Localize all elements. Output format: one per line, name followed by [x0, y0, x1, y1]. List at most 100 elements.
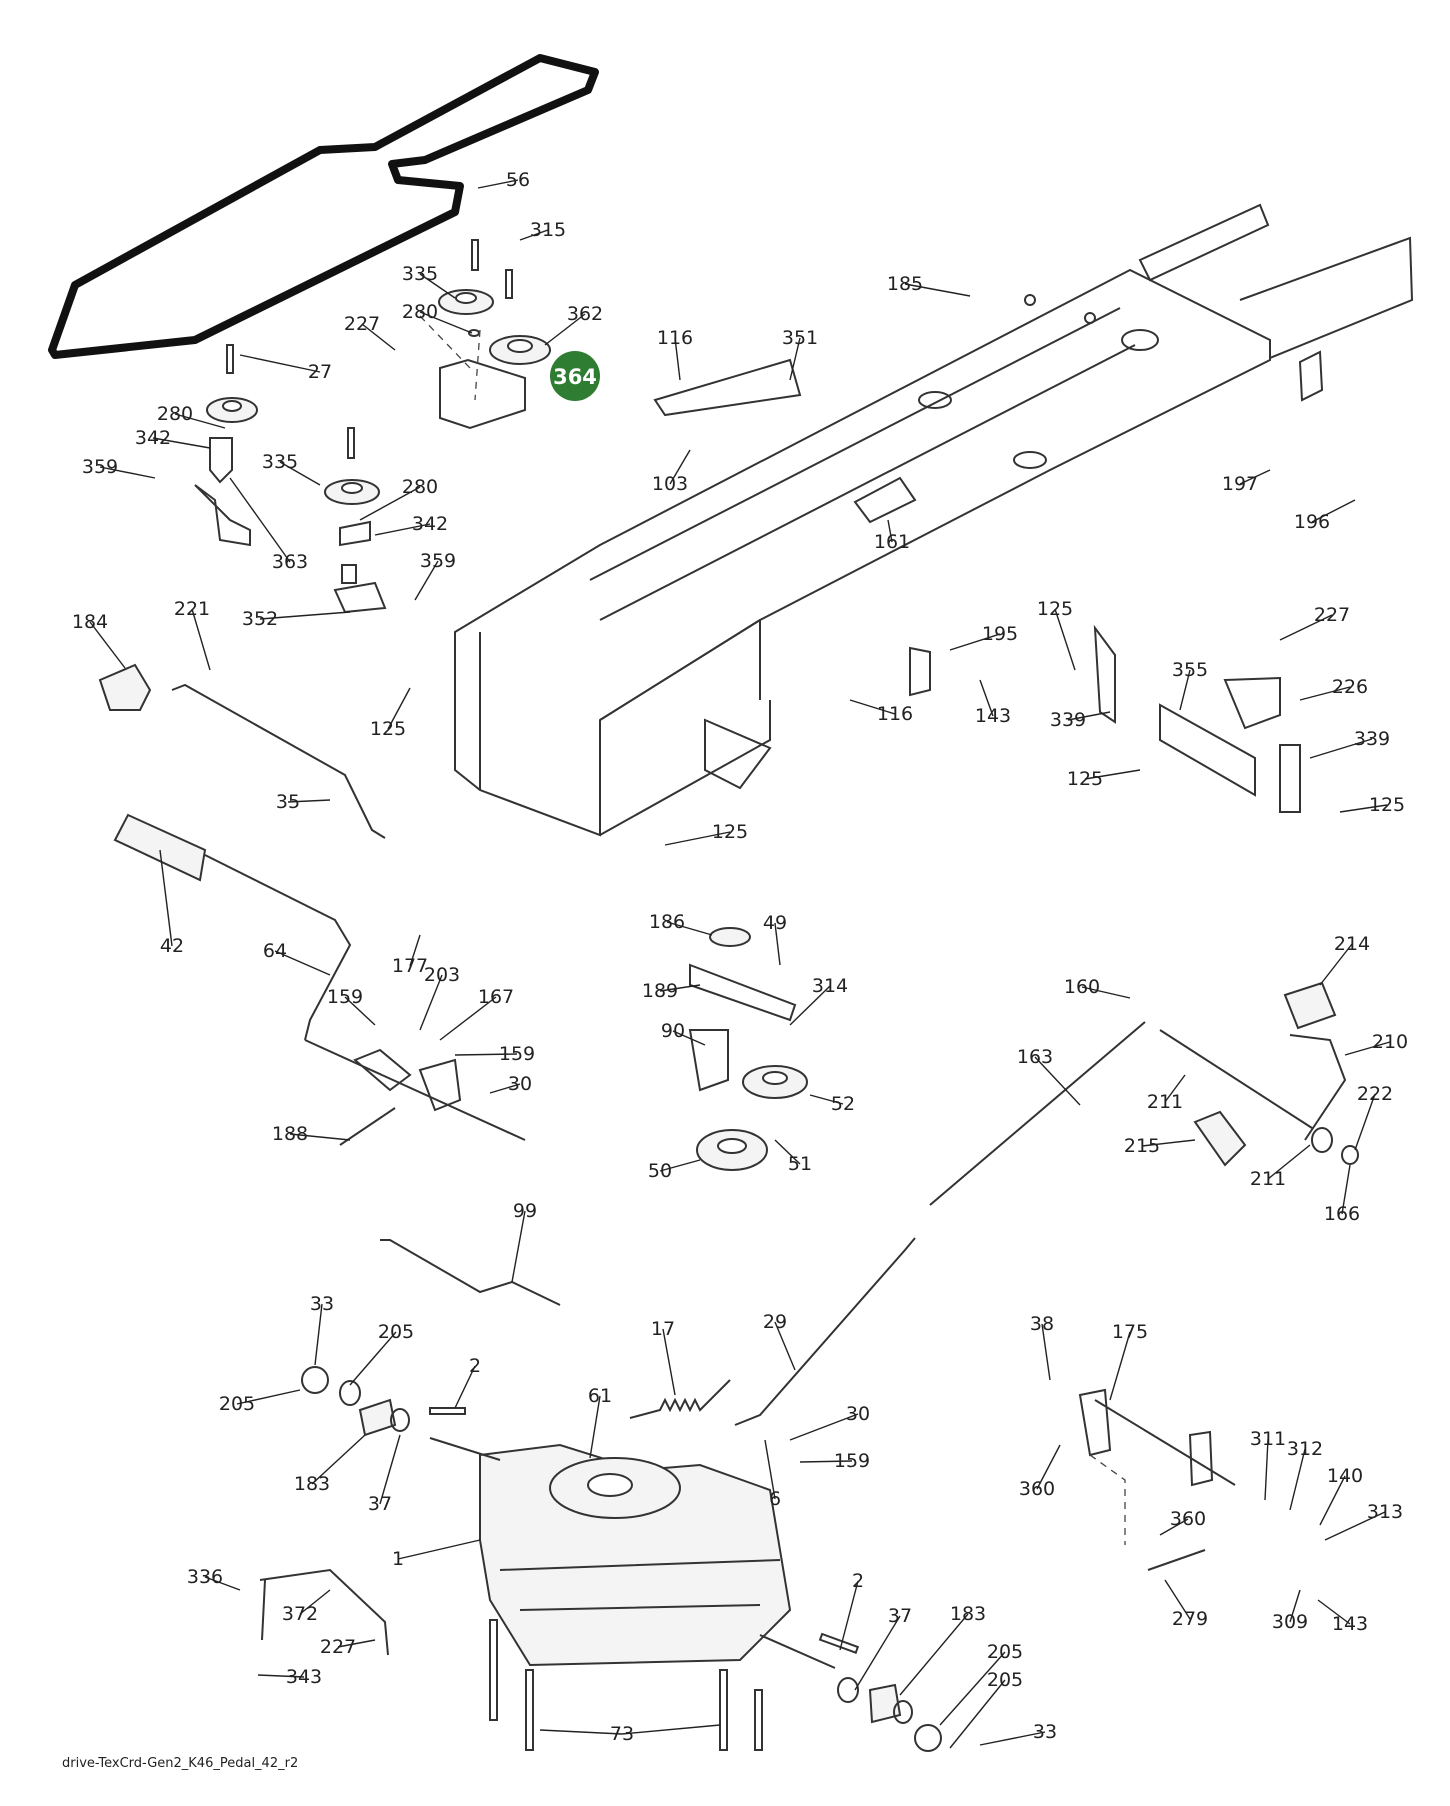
part-label-215[interactable]: 215: [1124, 1135, 1160, 1157]
brake-shaft-group[interactable]: [259, 315, 1236, 1656]
part-label-312[interactable]: 312: [1287, 1438, 1323, 1460]
part-label-125d[interactable]: 125: [1067, 768, 1103, 790]
part-label-175[interactable]: 175: [1112, 1321, 1148, 1343]
part-label-167[interactable]: 167: [478, 986, 514, 1008]
part-label-188[interactable]: 188: [272, 1123, 308, 1145]
part-label-280b[interactable]: 280: [157, 403, 193, 425]
part-label-309[interactable]: 309: [1272, 1611, 1308, 1633]
part-label-211b[interactable]: 211: [1250, 1168, 1286, 1190]
part-label-50[interactable]: 50: [648, 1160, 672, 1182]
highlighted-part-badge[interactable]: 364: [550, 351, 600, 401]
upper-idler-pulley-group[interactable]: [194, 239, 551, 614]
part-label-2b[interactable]: 2: [852, 1570, 864, 1592]
part-label-343[interactable]: 343: [286, 1666, 322, 1688]
part-label-33a[interactable]: 33: [310, 1293, 334, 1315]
right-axle-hardware-group[interactable]: [818, 1632, 942, 1752]
part-label-103[interactable]: 103: [652, 473, 688, 495]
knob-184-part[interactable]: [98, 663, 152, 711]
part-label-116b[interactable]: 116: [877, 703, 913, 725]
part-label-42[interactable]: 42: [160, 935, 184, 957]
drive-belt-part[interactable]: [48, 54, 599, 359]
part-label-160[interactable]: 160: [1064, 976, 1100, 998]
part-label-29[interactable]: 29: [763, 1311, 787, 1333]
shift-lever-group[interactable]: [113, 813, 526, 1146]
part-label-280c[interactable]: 280: [402, 476, 438, 498]
part-label-195[interactable]: 195: [982, 623, 1018, 645]
part-label-339b[interactable]: 339: [1354, 728, 1390, 750]
rod-99-part[interactable]: [380, 1239, 561, 1306]
part-label-27[interactable]: 27: [308, 361, 332, 383]
part-label-143a[interactable]: 143: [975, 705, 1011, 727]
part-label-360b[interactable]: 360: [1170, 1508, 1206, 1530]
part-label-185[interactable]: 185: [887, 273, 923, 295]
part-label-196[interactable]: 196: [1294, 511, 1330, 533]
part-label-314[interactable]: 314: [812, 975, 848, 997]
part-label-17[interactable]: 17: [651, 1318, 675, 1340]
part-label-227c[interactable]: 227: [320, 1636, 356, 1658]
part-label-227a[interactable]: 227: [344, 313, 380, 335]
rod-29-part[interactable]: [734, 1237, 916, 1426]
part-label-362[interactable]: 362: [567, 303, 603, 325]
part-label-205c[interactable]: 205: [987, 1641, 1023, 1663]
part-label-352[interactable]: 352: [242, 608, 278, 630]
part-label-335a[interactable]: 335: [402, 263, 438, 285]
part-label-205a[interactable]: 205: [219, 1393, 255, 1415]
part-label-214[interactable]: 214: [1334, 933, 1370, 955]
part-label-335b[interactable]: 335: [262, 451, 298, 473]
part-label-61[interactable]: 61: [588, 1385, 612, 1407]
part-label-116a[interactable]: 116: [657, 327, 693, 349]
spring-17-part[interactable]: [629, 1379, 731, 1419]
main-frame-part[interactable]: [454, 203, 1414, 837]
part-label-189[interactable]: 189: [642, 980, 678, 1002]
part-label-342a[interactable]: 342: [135, 427, 171, 449]
part-label-33b[interactable]: 33: [1033, 1721, 1057, 1743]
part-label-90[interactable]: 90: [661, 1020, 685, 1042]
part-label-355[interactable]: 355: [1172, 659, 1208, 681]
part-label-183a[interactable]: 183: [294, 1473, 330, 1495]
part-label-359a[interactable]: 359: [82, 456, 118, 478]
part-label-311[interactable]: 311: [1250, 1428, 1286, 1450]
part-label-205d[interactable]: 205: [987, 1669, 1023, 1691]
part-label-210[interactable]: 210: [1372, 1031, 1408, 1053]
part-label-226[interactable]: 226: [1332, 676, 1368, 698]
part-label-30b[interactable]: 30: [846, 1403, 870, 1425]
part-label-140[interactable]: 140: [1327, 1465, 1363, 1487]
mounting-bolts-73-part[interactable]: [489, 1619, 763, 1751]
part-label-161[interactable]: 161: [874, 531, 910, 553]
part-label-163[interactable]: 163: [1017, 1046, 1053, 1068]
part-label-360a[interactable]: 360: [1019, 1478, 1055, 1500]
part-label-73[interactable]: 73: [610, 1723, 634, 1745]
part-label-35[interactable]: 35: [276, 791, 300, 813]
part-label-222[interactable]: 222: [1357, 1083, 1393, 1105]
part-label-159a[interactable]: 159: [327, 986, 363, 1008]
part-label-177[interactable]: 177: [392, 955, 428, 977]
part-label-203[interactable]: 203: [424, 964, 460, 986]
part-label-313[interactable]: 313: [1367, 1501, 1403, 1523]
part-label-372[interactable]: 372: [282, 1603, 318, 1625]
part-label-363[interactable]: 363: [272, 551, 308, 573]
part-label-221[interactable]: 221: [174, 598, 210, 620]
part-label-99[interactable]: 99: [513, 1200, 537, 1222]
part-label-279[interactable]: 279: [1172, 1608, 1208, 1630]
part-label-336[interactable]: 336: [187, 1566, 223, 1588]
center-pulley-group[interactable]: [688, 927, 808, 1171]
part-label-211a[interactable]: 211: [1147, 1091, 1183, 1113]
part-label-315[interactable]: 315: [530, 219, 566, 241]
part-label-38[interactable]: 38: [1030, 1313, 1054, 1335]
part-label-342b[interactable]: 342: [412, 513, 448, 535]
transaxle-part[interactable]: [429, 1437, 836, 1669]
part-label-125e[interactable]: 125: [1369, 794, 1405, 816]
bracket-group-right[interactable]: [653, 358, 1301, 813]
part-label-125b[interactable]: 125: [712, 821, 748, 843]
part-label-51[interactable]: 51: [788, 1153, 812, 1175]
part-label-64[interactable]: 64: [263, 940, 287, 962]
part-label-6[interactable]: 6: [769, 1488, 781, 1510]
part-label-49[interactable]: 49: [763, 912, 787, 934]
part-label-125a[interactable]: 125: [370, 718, 406, 740]
part-label-159b[interactable]: 159: [499, 1043, 535, 1065]
part-label-227b[interactable]: 227: [1314, 604, 1350, 626]
part-label-52[interactable]: 52: [831, 1093, 855, 1115]
part-label-351[interactable]: 351: [782, 327, 818, 349]
control-rod-35-part[interactable]: [171, 683, 386, 839]
part-label-56[interactable]: 56: [506, 169, 530, 191]
